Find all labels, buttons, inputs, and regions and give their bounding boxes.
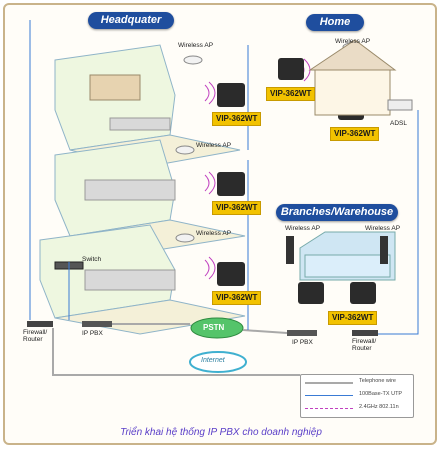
home-house [308,39,413,116]
internet-label: Internet [201,357,225,364]
branches-header: Branches/Warehouse [276,204,398,221]
firewall-router-right [352,330,378,336]
wireless-ap-label-hq-middle: Wireless AP [196,142,232,149]
phone-label-hq-bottom: VIP-362WT [212,291,262,305]
phone-label-hq-middle: VIP-362WT [212,201,262,215]
branch-warehouse [286,231,396,281]
hq-floor-top [54,44,241,169]
ip-pbx-left [82,321,112,327]
pstn-cloud [190,317,244,339]
wireless-ap-label-hq-bottom: Wireless AP [196,230,232,237]
headquarter-header: Headquater [88,12,174,29]
pstn-label: PSTN [203,323,225,332]
switch-label: Switch [82,256,102,263]
ip-pbx-label-left: IP PBX [82,330,103,337]
phone-label-home-left: VIP-362WT [266,87,316,101]
wireless-ap-label-branch-left: Wireless AP [285,225,321,232]
phone-label-branch: VIP-362WT [328,311,378,325]
firewall-router-left [27,321,53,327]
phone-label-home-right: VIP-362WT [330,127,380,141]
hq-floor-middle [54,139,246,253]
adsl-modem [387,99,413,111]
ip-pbx-label-right: IP PBX [292,339,313,346]
caption: Triển khai hệ thống IP PBX cho doanh ngh… [120,427,322,438]
wireless-ap-label-branch-right: Wireless AP [365,225,401,232]
firewall-router-label-right: Firewall/ Router [352,338,377,352]
hq-floor-bottom [39,224,246,335]
phone-label-hq-top: VIP-362WT [212,112,262,126]
wireless-ap-label-home: Wireless AP [335,38,371,45]
telephone-wires [52,323,300,376]
firewall-router-label-left: Firewall/ Router [23,329,48,343]
wireless-ap-label-hq-top: Wireless AP [178,42,214,49]
legend: Telephone wire 100Base-TX UTP 2.4GHz 802… [300,374,414,418]
ip-pbx-right [287,330,317,336]
internet-cloud [189,351,247,373]
home-header: Home [306,14,364,31]
adsl-label: ADSL [390,120,407,127]
